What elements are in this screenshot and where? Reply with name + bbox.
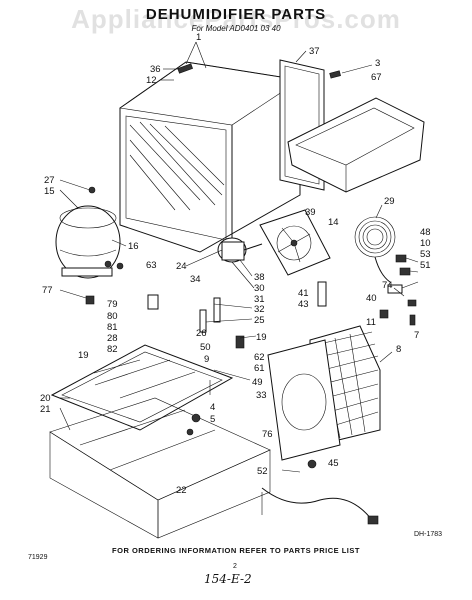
capillary-coil — [354, 216, 396, 283]
part-label-77: 77 — [42, 285, 53, 296]
part-label-26: 26 — [196, 328, 207, 339]
part-label-62: 62 — [254, 352, 265, 363]
model-line: For Model AD0401 03 40 — [191, 24, 281, 33]
fan-shroud — [267, 339, 341, 461]
part-label-37: 37 — [309, 46, 320, 57]
part-label-20: 20 — [40, 393, 51, 404]
part-label-19-right: 19 — [256, 332, 267, 343]
part-label-67: 67 — [371, 72, 382, 83]
doc-code: 71929 — [28, 554, 48, 561]
part-label-28: 28 — [107, 333, 118, 344]
part-label-81: 81 — [107, 322, 118, 333]
part-label-74: 74 — [382, 280, 393, 291]
ordering-footer: FOR ORDERING INFORMATION REFER TO PARTS … — [112, 546, 360, 555]
part-label-33: 33 — [256, 390, 267, 401]
part-label-10: 10 — [420, 238, 431, 249]
handwritten-note: 154-E-2 — [204, 572, 252, 586]
part-label-43: 43 — [298, 299, 309, 310]
part-label-32: 32 — [254, 304, 265, 315]
part-label-82: 82 — [107, 344, 118, 355]
bucket-clip — [329, 70, 341, 79]
part-label-25: 25 — [254, 315, 265, 326]
part-label-61: 61 — [254, 363, 265, 374]
part-label-53: 53 — [420, 249, 431, 260]
part-label-40: 40 — [366, 293, 377, 304]
page-title: DEHUMIDIFIER PARTS — [145, 6, 327, 23]
part-label-50: 50 — [200, 342, 211, 353]
part-label-16: 16 — [128, 241, 139, 252]
part-label-34: 34 — [190, 274, 201, 285]
part-label-8: 8 — [396, 344, 401, 355]
part-label-27: 27 — [44, 175, 55, 186]
part-label-38: 38 — [254, 272, 265, 283]
part-label-7: 7 — [414, 330, 419, 341]
part-label-15: 15 — [44, 186, 55, 197]
part-label-49: 49 — [252, 377, 263, 388]
part-label-41: 41 — [298, 288, 309, 299]
part-label-24: 24 — [176, 261, 187, 272]
page-number: 2 — [233, 563, 237, 570]
part-label-79: 79 — [107, 299, 118, 310]
part-label-48: 48 — [420, 227, 431, 238]
power-cord — [261, 487, 379, 525]
watermark: AppliancePartsPros.com — [71, 4, 401, 34]
part-label-29: 29 — [384, 196, 395, 207]
part-label-5: 5 — [210, 414, 215, 425]
part-label-51: 51 — [420, 260, 431, 271]
part-label-45: 45 — [328, 458, 339, 469]
part-label-4: 4 — [210, 402, 215, 413]
part-label-30: 30 — [254, 283, 265, 294]
part-label-63: 63 — [146, 260, 157, 271]
part-label-36: 36 — [150, 64, 161, 75]
part-label-14: 14 — [328, 217, 339, 228]
part-label-1: 1 — [196, 32, 201, 43]
part-label-31: 31 — [254, 294, 265, 305]
part-label-19-left: 19 — [78, 350, 89, 361]
part-label-3: 3 — [375, 58, 380, 69]
fan-assembly — [259, 209, 331, 276]
part-label-39: 39 — [305, 207, 316, 218]
leader-lines — [59, 41, 419, 515]
part-label-21: 21 — [40, 404, 51, 415]
part-label-80: 80 — [107, 311, 118, 322]
part-label-52: 52 — [257, 466, 268, 477]
drawing-code: DH-1783 — [414, 531, 443, 538]
fan-motor — [217, 237, 263, 263]
chassis-frame — [49, 397, 271, 539]
part-label-12: 12 — [146, 75, 157, 86]
water-bucket — [287, 97, 425, 193]
compressor — [55, 186, 121, 279]
small-hardware — [85, 260, 327, 469]
part-label-22: 22 — [176, 485, 187, 496]
part-label-76: 76 — [262, 429, 273, 440]
part-label-9: 9 — [204, 354, 209, 365]
part-label-11: 11 — [366, 317, 376, 328]
